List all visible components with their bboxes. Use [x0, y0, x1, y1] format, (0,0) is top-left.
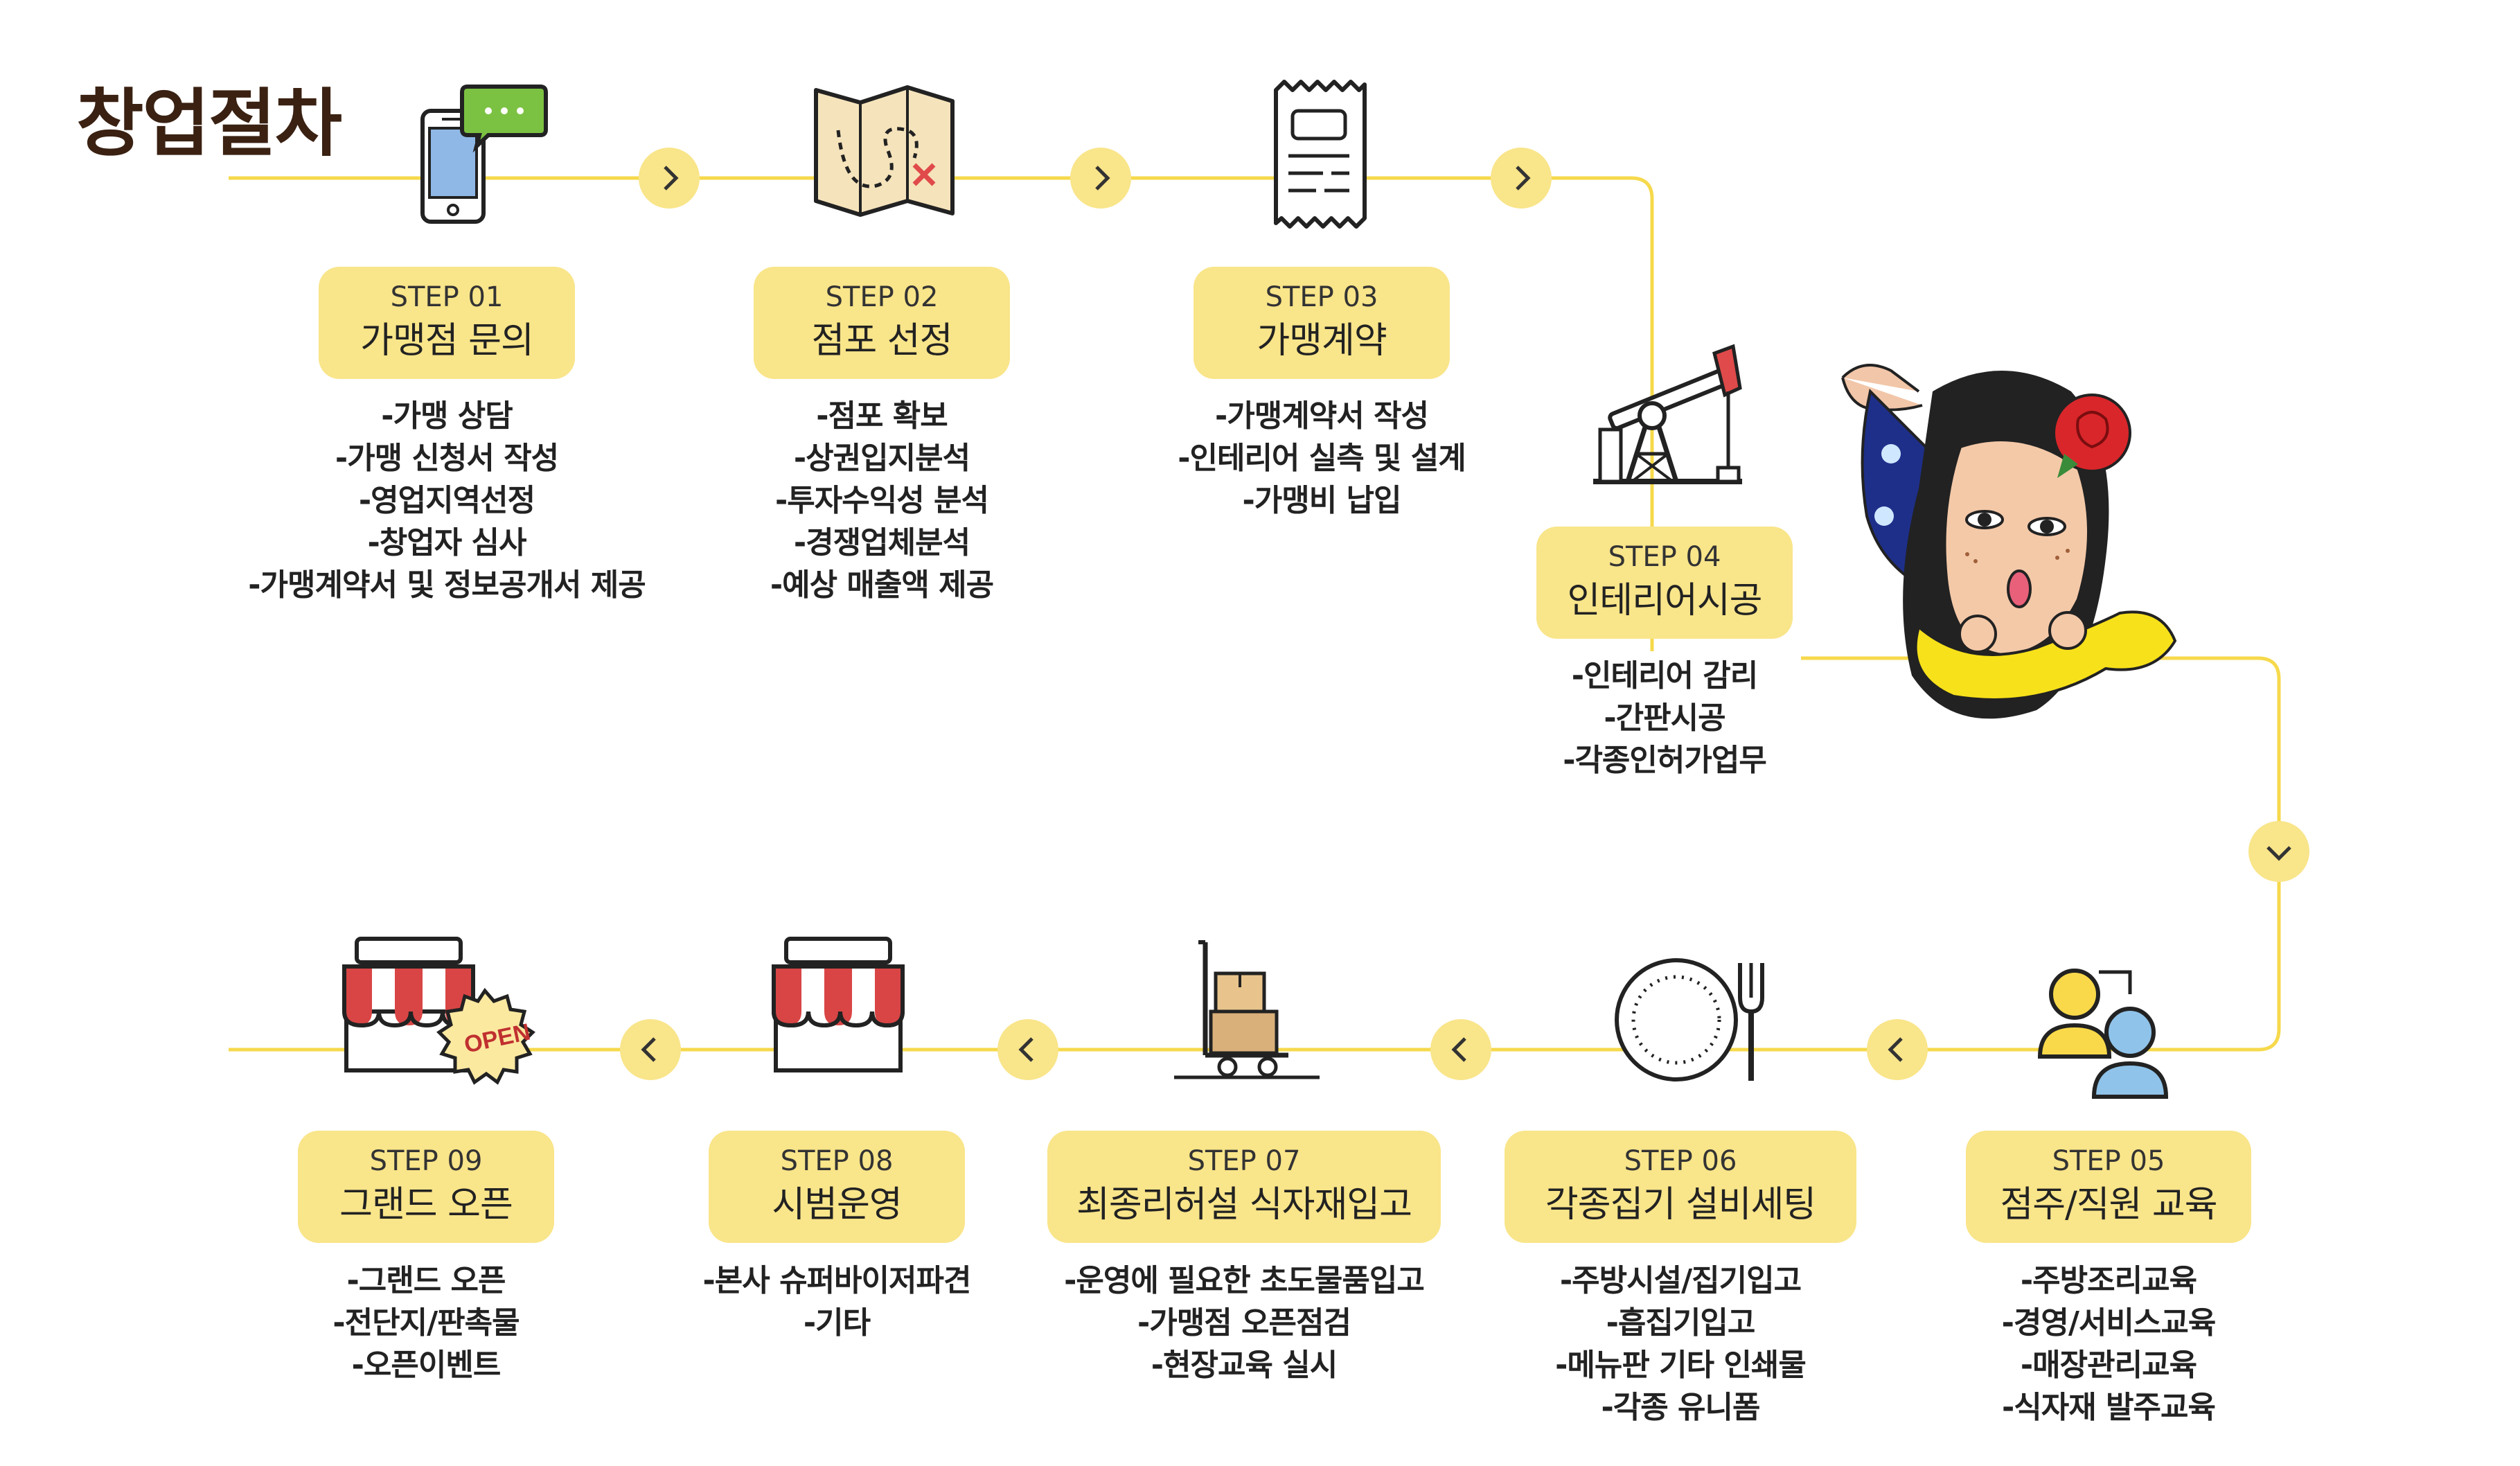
detail-item: -인테리어 실측 및 설계	[1178, 441, 1466, 476]
arrow-left-3	[997, 1019, 1058, 1080]
chevron-right-icon	[664, 166, 679, 191]
character-illustration	[1841, 364, 2177, 719]
step-04-details: -인테리어 감리 -간판시공 -각종인허가업무	[1491, 655, 1838, 781]
detail-item: -본사 슈퍼바이저파견	[702, 1263, 972, 1298]
step-number: STEP 01	[390, 281, 504, 313]
arrow-right-1	[639, 148, 700, 209]
smartphone-chat-icon	[420, 85, 548, 224]
oil-pump-icon	[1593, 344, 1742, 484]
detail-item: -인테리어 감리	[1571, 658, 1758, 694]
step-02-details: -점포 확보 -상권입지분석 -투자수익성 분석 -경쟁업체분석 -예상 매출액…	[705, 395, 1058, 606]
chevron-left-icon	[1018, 1037, 1033, 1062]
step-number: STEP 02	[825, 281, 939, 313]
page-title: 창업절차	[76, 81, 342, 166]
detail-item: -가맹점 오픈점검	[1137, 1305, 1351, 1341]
people-icon	[2037, 969, 2169, 1099]
step-03-details: -가맹계약서 작성 -인테리어 실측 및 설계 -가맹비 납입	[1121, 395, 1523, 522]
step-05-details: -주방조리교육 -경영/서비스교육 -매장관리교육 -식자재 발주교육	[1935, 1260, 2282, 1429]
step-09-box: STEP 09 그랜드 오픈	[298, 1131, 554, 1243]
step-number: STEP 04	[1608, 541, 1721, 573]
detail-item: -경쟁업체분석	[793, 525, 970, 560]
detail-item: -가맹계약서 및 정보공개서 제공	[248, 567, 646, 603]
detail-item: -현장교육 실시	[1151, 1348, 1338, 1383]
detail-item: -흡집기입고	[1606, 1305, 1756, 1341]
chevron-down-icon	[2266, 846, 2291, 861]
detail-item: -그랜드 오픈	[346, 1263, 506, 1298]
step-number: STEP 06	[1624, 1145, 1737, 1177]
step-number: STEP 03	[1265, 281, 1378, 313]
detail-item: -각종인허가업무	[1563, 743, 1767, 778]
step-07-details: -운영에 필요한 초도물품입고 -가맹점 오픈점검 -현장교육 실시	[1029, 1260, 1459, 1386]
step-name: 최종리허설 식자재입고	[1076, 1184, 1412, 1226]
step-name: 시범운영	[772, 1184, 902, 1226]
arrow-left-2	[1430, 1019, 1491, 1080]
detail-item: -전단지/판촉물	[332, 1305, 520, 1341]
step-number: STEP 05	[2052, 1145, 2165, 1177]
step-number: STEP 09	[369, 1145, 483, 1177]
detail-item: -점포 확보	[816, 398, 948, 434]
step-06-box: STEP 06 각종집기 설비세팅	[1505, 1131, 1856, 1243]
detail-item: -주방조리교육	[2020, 1263, 2197, 1298]
chevron-left-icon	[1451, 1037, 1466, 1062]
detail-item: -각종 유니폼	[1601, 1390, 1761, 1425]
treasure-map-icon	[814, 85, 955, 217]
detail-item: -운영에 필요한 초도물품입고	[1064, 1263, 1425, 1298]
step-07-box: STEP 07 최종리허설 식자재입고	[1047, 1131, 1441, 1243]
step-01-details: -가맹 상담 -가맹 신청서 작성 -영업지역선정 -창업자 심사 -가맹계약서…	[211, 395, 682, 606]
detail-item: -경영/서비스교육	[2001, 1305, 2217, 1341]
detail-item: -예상 매출액 제공	[770, 567, 994, 603]
detail-item: -기타	[803, 1305, 871, 1341]
detail-item: -상권입지분석	[793, 441, 970, 476]
step-01-box: STEP 01 가맹점 문의	[319, 267, 575, 379]
receipt-icon	[1274, 80, 1367, 229]
step-08-details: -본사 슈퍼바이저파견 -기타	[677, 1260, 996, 1344]
detail-item: -창업자 심사	[367, 525, 527, 560]
detail-item: -가맹비 납입	[1242, 483, 1402, 518]
arrow-down	[2248, 821, 2309, 882]
detail-item: -투자수익성 분석	[775, 483, 989, 518]
step-08-box: STEP 08 시범운영	[709, 1131, 965, 1243]
step-name: 가맹계약	[1257, 320, 1387, 362]
step-02-box: STEP 02 점포 선정	[754, 267, 1010, 379]
step-04-box: STEP 04 인테리어시공	[1536, 527, 1793, 639]
detail-item: -오픈이벤트	[351, 1348, 502, 1383]
step-number: STEP 08	[780, 1145, 894, 1177]
step-name: 가맹점 문의	[360, 320, 534, 362]
store-open-icon	[342, 937, 535, 1085]
detail-item: -영업지역선정	[358, 483, 535, 518]
step-09-details: -그랜드 오픈 -전단지/판촉물 -오픈이벤트	[277, 1260, 575, 1386]
step-name: 점포 선정	[811, 320, 953, 362]
chevron-left-icon	[1888, 1037, 1903, 1062]
detail-item: -매장관리교육	[2020, 1348, 2197, 1383]
hand-truck-boxes-icon	[1174, 940, 1320, 1079]
step-03-box: STEP 03 가맹계약	[1194, 267, 1450, 379]
detail-item: -식자재 발주교육	[2002, 1390, 2216, 1425]
detail-item: -가맹 상담	[381, 398, 513, 434]
detail-item: -간판시공	[1604, 700, 1725, 736]
arrow-left-4	[620, 1019, 681, 1080]
step-06-details: -주방시설/집기입고 -흡집기입고 -메뉴판 기타 인쇄물 -각종 유니폼	[1500, 1260, 1861, 1429]
chevron-right-icon	[1095, 166, 1110, 191]
arrow-right-2	[1070, 148, 1131, 209]
arrow-left-1	[1867, 1019, 1928, 1080]
chevron-left-icon	[641, 1037, 656, 1062]
step-name: 그랜드 오픈	[339, 1184, 513, 1226]
detail-item: -주방시설/집기입고	[1559, 1263, 1802, 1298]
step-name: 인테리어시공	[1567, 580, 1762, 621]
chevron-right-icon	[1516, 166, 1531, 191]
detail-item: -메뉴판 기타 인쇄물	[1555, 1348, 1807, 1383]
step-05-box: STEP 05 점주/직원 교육	[1966, 1131, 2251, 1243]
step-name: 각종집기 설비세팅	[1545, 1184, 1816, 1226]
plate-fork-icon	[1615, 958, 1764, 1081]
storefront-icon	[772, 937, 905, 1072]
arrow-right-3	[1491, 148, 1552, 209]
detail-item: -가맹 신청서 작성	[335, 441, 559, 476]
step-name: 점주/직원 교육	[2000, 1184, 2217, 1226]
step-number: STEP 07	[1187, 1145, 1301, 1177]
detail-item: -가맹계약서 작성	[1215, 398, 1429, 434]
